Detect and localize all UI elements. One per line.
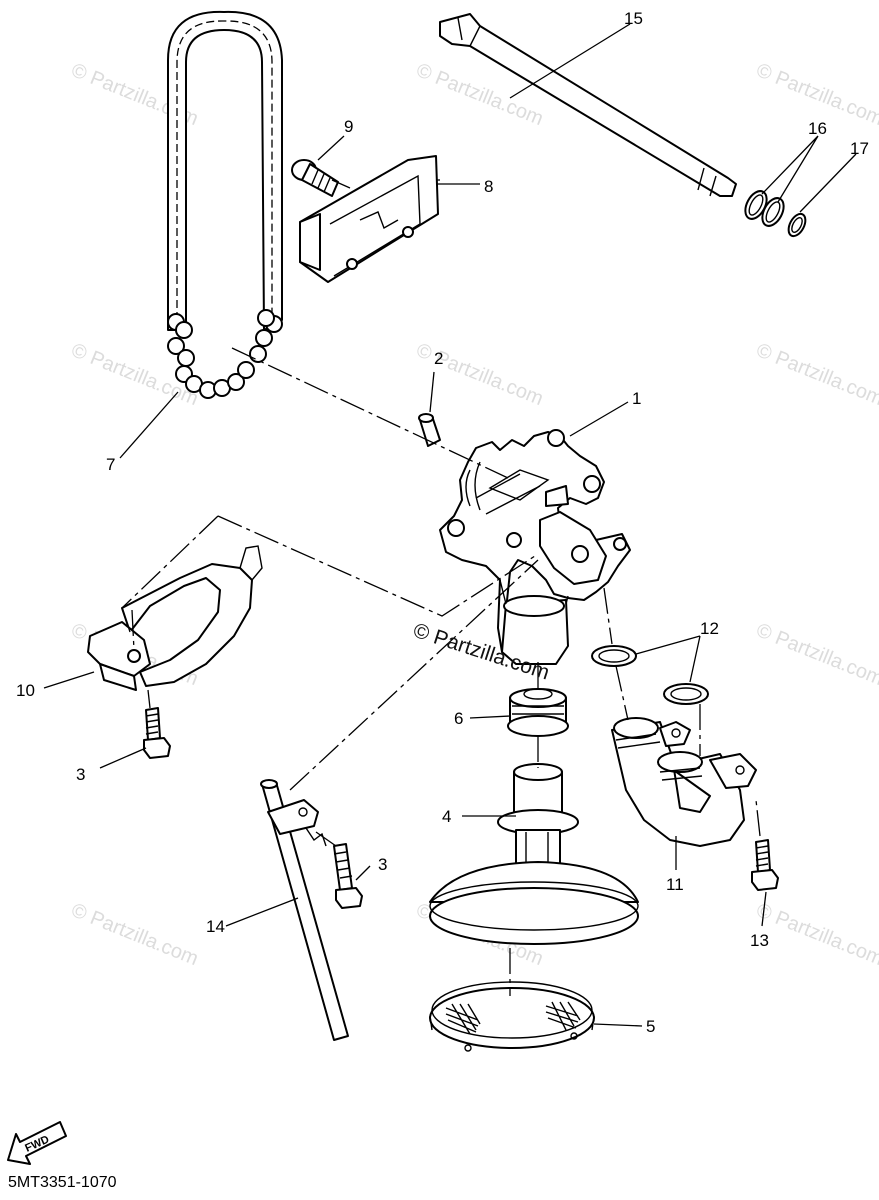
callout-16: 16 [808,119,827,138]
callout-15: 15 [624,9,643,28]
callout-5: 5 [646,1017,655,1036]
part-13-bolt [751,839,779,891]
part-16-o-rings [744,190,785,227]
watermark-text: © Partzilla.com [68,899,201,970]
watermark-text: © Partzilla.com [753,899,879,970]
callout-1: 1 [632,389,641,408]
screen-mesh [445,1001,581,1035]
part-10-clamp [87,545,263,691]
part-6-plug [507,688,569,737]
callout-2: 2 [434,349,443,368]
fwd-arrow-icon: FWD [7,1121,67,1165]
watermark-text: © Partzilla.com [753,339,879,410]
part-8-chain-guide [299,155,439,283]
callout-17: 17 [850,139,869,158]
callout-13: 13 [750,931,769,950]
callout-7: 7 [106,455,115,474]
callouts: 1 2 3 3 4 5 6 7 8 9 10 11 12 13 14 15 16… [16,9,869,1036]
fwd-label: FWD [23,1134,51,1155]
part-7-drive-chain [167,10,283,399]
diagram-code: 5MT3351-1070 [8,1174,117,1191]
part-5-screen [429,981,595,1052]
callout-11: 11 [666,875,684,894]
callout-14: 14 [206,917,225,936]
part-3-bolt-right [333,843,363,909]
part-1-oil-pump [439,429,631,665]
leader-lines [43,23,857,1027]
callout-10: 10 [16,681,35,700]
assembly-lines [121,179,761,996]
chain-links [167,309,283,399]
watermark-text: © Partzilla.com [753,619,879,690]
callout-9: 9 [344,117,353,136]
part-3-bolt-left [143,707,171,759]
callout-8: 8 [484,177,493,196]
part-17-o-ring [787,212,807,238]
callout-6: 6 [454,709,463,728]
part-2-dowel-pin [418,413,441,447]
callout-12: 12 [700,619,719,638]
part-12-gaskets [591,645,709,705]
part-4-strainer [429,763,639,945]
part-11-oil-pipe [611,717,757,847]
callout-3: 3 [378,855,387,874]
callout-4: 4 [442,807,451,826]
part-9-bolt [291,159,339,197]
part-14-tube [260,779,349,1041]
callout-3: 3 [76,765,85,784]
part-15-pipe [439,13,737,197]
